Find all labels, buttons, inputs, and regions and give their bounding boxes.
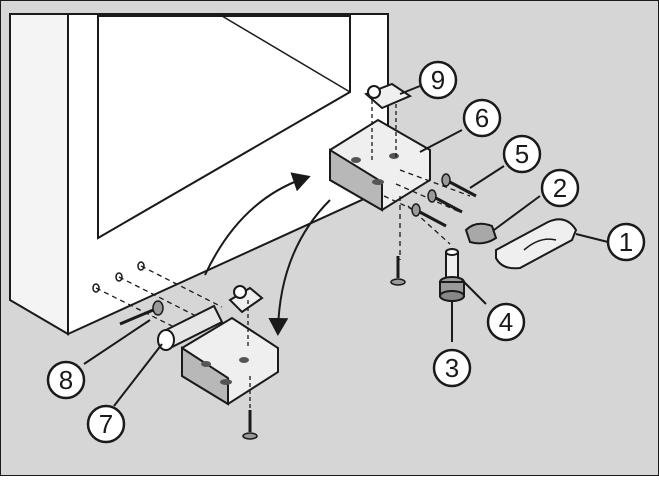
callout-3: 3 [432, 348, 472, 388]
bracket-bottom-screw [390, 256, 406, 286]
callout-1-label: 1 [619, 227, 633, 257]
callout-7: 7 [86, 404, 126, 444]
part-5-screws [411, 173, 477, 228]
callout-5-label: 5 [515, 139, 529, 169]
callout-8: 8 [46, 360, 86, 400]
callout-6-label: 6 [475, 103, 489, 133]
callout-9: 9 [418, 60, 458, 100]
appliance-body [9, 13, 389, 336]
lower-hinge-bracket-left [181, 285, 279, 440]
callout-4-label: 4 [499, 307, 513, 337]
callout-9-label: 9 [431, 65, 445, 95]
callout-6: 6 [462, 98, 502, 138]
callout-7-label: 7 [99, 409, 113, 439]
move-arrow-down [268, 199, 331, 336]
callout-3-label: 3 [445, 353, 459, 383]
callout-1: 1 [606, 222, 646, 262]
part-4-foot-bolt [445, 248, 459, 279]
move-arrow-up [204, 172, 311, 276]
callout-5: 5 [502, 134, 542, 174]
callout-2: 2 [540, 168, 580, 208]
part-9-hinge-pin [364, 82, 413, 160]
part-3-foot-base [439, 276, 465, 302]
part-8-screw [119, 300, 164, 326]
callout-4: 4 [486, 302, 526, 342]
alignment-guides-left [95, 265, 223, 331]
part-1-cover [495, 218, 578, 270]
callout-leaders [83, 85, 609, 407]
part-2-cap [464, 222, 498, 245]
callout-2-label: 2 [553, 173, 567, 203]
callout-8-label: 8 [59, 365, 73, 395]
